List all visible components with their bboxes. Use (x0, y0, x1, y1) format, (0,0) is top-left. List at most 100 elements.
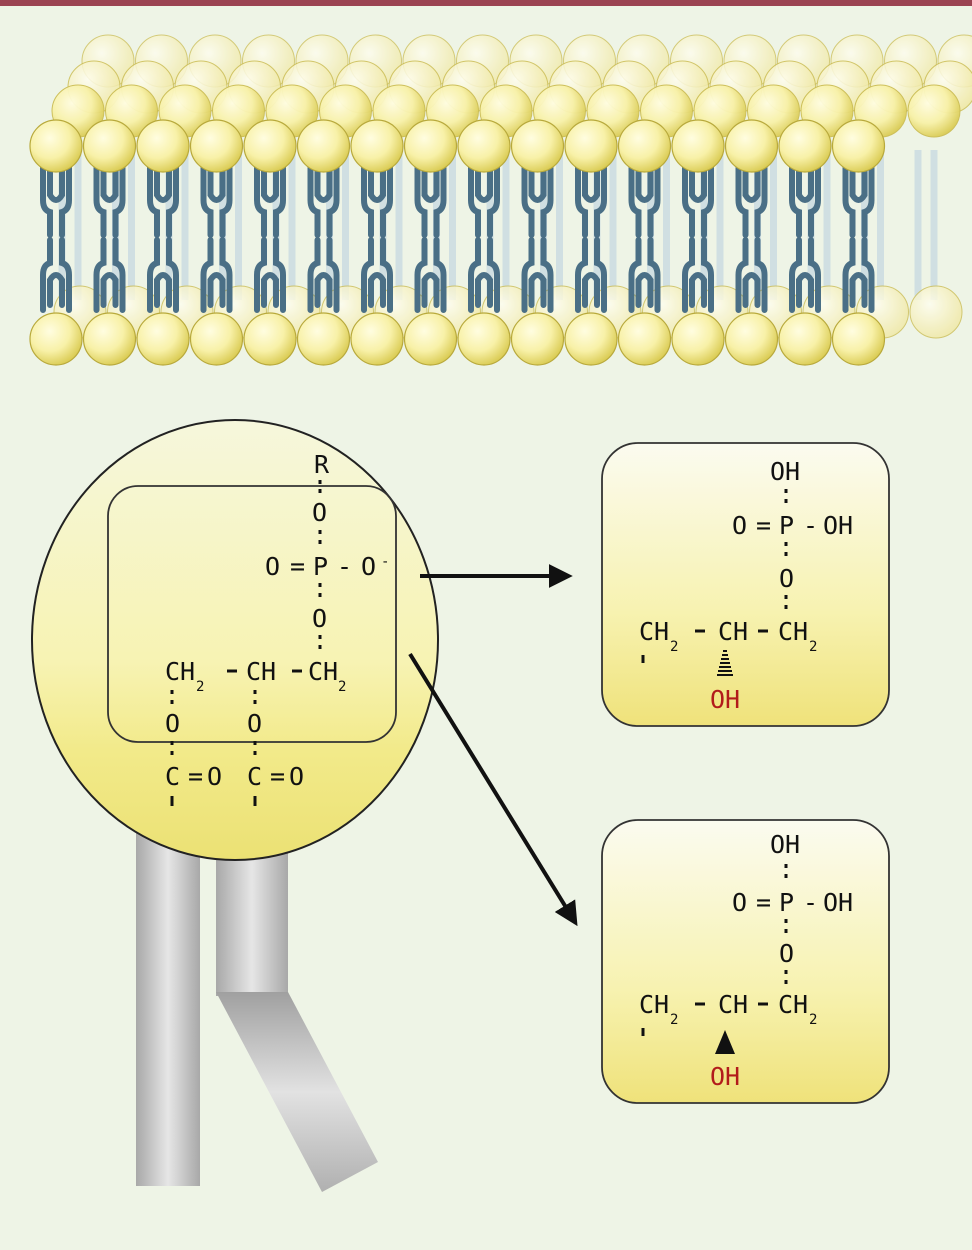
lipid-tail-upper (521, 162, 554, 238)
double-bond: = (756, 888, 771, 917)
atom-o-top: O (312, 498, 327, 527)
single-bond: - (803, 888, 818, 917)
lipid-tail-lower (468, 237, 500, 313)
lipid-tail-upper (93, 162, 126, 238)
lipid-head-bottom (778, 312, 832, 366)
bond-marks (641, 864, 788, 1036)
double-bond: = (188, 762, 203, 791)
lipid-tail-lower (40, 237, 72, 313)
group-ch2-left: CH (639, 617, 669, 646)
lipid-head-bottom (350, 312, 404, 366)
group-ch2-right: CH (778, 617, 808, 646)
subscript-2: 2 (670, 1012, 678, 1028)
atom-o-ester-2: O (247, 709, 262, 738)
lipid-tail-lower (414, 237, 447, 313)
double-bond: = (756, 511, 771, 540)
lipid-head-top (831, 119, 886, 173)
lipid-head-bottom (457, 312, 511, 366)
atom-o-mid: O (779, 564, 794, 593)
lipid-tail-upper (254, 162, 286, 238)
lipid-tail-lower (93, 237, 126, 313)
atom-p: P (313, 552, 328, 581)
lipid-head-top (457, 119, 511, 173)
lipid-head-top (778, 119, 832, 173)
lipid-head-bottom (243, 312, 297, 366)
lipid-tail-lower (307, 237, 340, 313)
atom-o-carbonyl-1: O (207, 762, 222, 791)
lipid-head-top (189, 119, 244, 173)
lipid-head-bottom (296, 312, 351, 366)
lipid-tail-upper (40, 162, 72, 238)
double-bond: = (270, 762, 285, 791)
lipid-tail-lower (789, 237, 821, 313)
lipid-head-bottom (724, 312, 779, 366)
subscript-2: 2 (809, 639, 817, 655)
lipid-head-top (136, 119, 190, 173)
charge-minus: - (381, 554, 389, 570)
bond-marks (170, 480, 322, 806)
group-ch: CH (718, 617, 748, 646)
lipid-tail-upper (414, 162, 447, 238)
subscript-2: 2 (196, 679, 204, 695)
atom-o-left: O (265, 552, 280, 581)
double-bond: = (290, 552, 305, 581)
lipid-tail-lower (735, 237, 768, 313)
lipid-bilayer (29, 34, 972, 366)
solid-wedge-icon (715, 1030, 735, 1054)
lipid-tail-lower (575, 237, 607, 313)
lipid-tail-lower (682, 237, 714, 313)
lipid-tail-lower (521, 237, 554, 313)
atom-oh-top: OH (770, 830, 800, 859)
lipid-tail-upper (575, 162, 607, 238)
lipid-tail-upper (200, 162, 233, 238)
subscript-2: 2 (670, 639, 678, 655)
atom-oh-right: OH (823, 888, 853, 917)
atom-o-mid: O (312, 604, 327, 633)
atom-oh-right: OH (823, 511, 853, 540)
lipid-head-bottom (403, 312, 458, 366)
lipid-tail-lower (842, 237, 875, 313)
lipid-head-top (510, 119, 565, 173)
product-box-bottom-frame (601, 819, 890, 1104)
lipid-tail-back (914, 150, 938, 300)
lipid-head-top (296, 119, 351, 173)
group-ch2-right: CH (308, 657, 338, 686)
group-ch2-left: CH (639, 990, 669, 1019)
head-group-inner-box (107, 485, 397, 743)
lipid-tail-upper (735, 162, 768, 238)
atom-oh-top: OH (770, 457, 800, 486)
lipid-tail-upper (147, 162, 179, 238)
atom-o-minus: O (361, 552, 376, 581)
atom-o-ester-1: O (165, 709, 180, 738)
acyl-chain-straight (136, 800, 200, 1186)
phospholipid-structure: R O O = P - O - O CH 2 CH CH 2 O O C = O… (165, 450, 389, 806)
hashed-wedge-icon (717, 650, 733, 676)
lipid-head-back (907, 84, 961, 138)
lipid-tail-upper (307, 162, 340, 238)
product-box-top: OH O = P - OH O CH 2 CH CH 2 OH (601, 442, 890, 727)
subscript-2: 2 (338, 679, 346, 695)
lipid-tail-upper (682, 162, 714, 238)
bond-marks (641, 489, 788, 663)
lipid-head-top (617, 119, 672, 173)
lipid-tail-lower (200, 237, 233, 313)
lipid-head-top (350, 119, 404, 173)
lipid-head-bottom (564, 312, 618, 366)
lipid-head-bottom (831, 312, 886, 366)
lipid-head-bottom (136, 312, 190, 366)
lipid-tail-lower (628, 237, 661, 313)
single-bond: - (803, 511, 818, 540)
atom-o-mid: O (779, 939, 794, 968)
lipid-head-bottom (671, 312, 725, 366)
lipid-head-top (724, 119, 779, 173)
lipid-tail-upper (842, 162, 875, 238)
group-ch: CH (246, 657, 276, 686)
single-bond: - (337, 552, 352, 581)
atom-p: P (779, 511, 794, 540)
atom-o-left: O (732, 888, 747, 917)
lipid-head-top (671, 119, 725, 173)
lipid-tail-lower (361, 237, 393, 313)
product-box-top-frame (601, 442, 890, 727)
lipid-head-bottom (29, 312, 83, 366)
